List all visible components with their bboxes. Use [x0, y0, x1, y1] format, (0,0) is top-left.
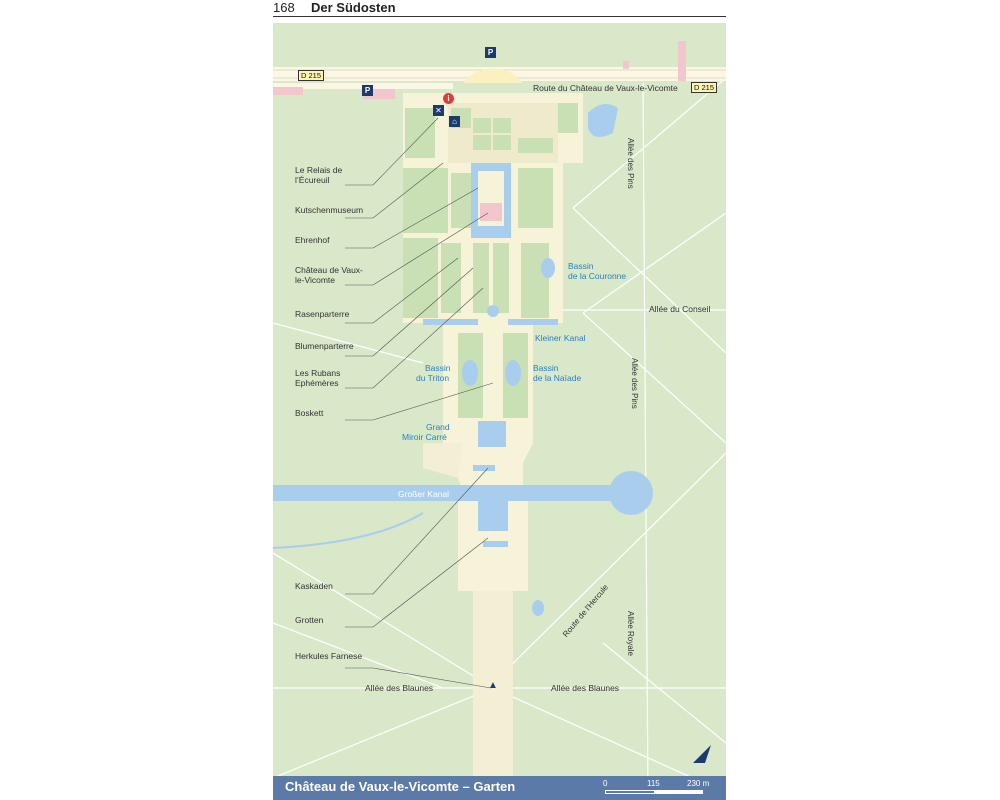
parking-icon[interactable]: P [362, 85, 373, 96]
road-label-allee-pins-mid: Allée des Pins [630, 358, 639, 409]
restaurant-icon[interactable]: ✕ [433, 105, 444, 116]
water-label-miroir-1: Grand [426, 422, 450, 432]
map-title: Château de Vaux-le-Vicomte – Garten [285, 779, 516, 794]
poi-label-blumenparterre: Blumenparterre [295, 341, 354, 351]
poi-label-kaskaden: Kaskaden [295, 581, 333, 591]
stream [273, 512, 424, 549]
road-label-allee-blaunes-left: Allée des Blaunes [365, 683, 434, 693]
scale-zero: 0 [603, 779, 608, 788]
water-label-triton-1: Bassin [425, 363, 451, 373]
scale-mid: 115 [647, 779, 660, 788]
section-title: Der Südosten [311, 0, 396, 15]
poi-label-ehrenhof: Ehrenhof [295, 235, 330, 245]
forecourt-area [463, 68, 523, 83]
scale-bar-graphic [605, 790, 703, 794]
leader-lines [345, 117, 494, 689]
poi-label-rubans: Les Rubans Ephémères [295, 368, 341, 388]
scale-bar: 0 115 230 m [603, 779, 713, 797]
map-canvas [273, 23, 726, 800]
info-icon[interactable]: i [443, 93, 454, 104]
map[interactable]: D 215 D 215 Route du Château de Vaux-le-… [273, 23, 726, 800]
road-label-route-chateau: Route du Château de Vaux-le-Vicomte [533, 83, 678, 93]
road-label-allee-blaunes-right: Allée des Blaunes [551, 683, 620, 693]
parking-icon[interactable]: P [485, 47, 496, 58]
water-label-triton-2: du Triton [416, 373, 450, 383]
forest-paths [273, 77, 726, 800]
poi-label-herkules: Herkules Farnese [295, 651, 363, 661]
statue-icon[interactable]: ▲ [488, 680, 498, 691]
chateau-building [480, 203, 502, 221]
poi-label-boskett: Boskett [295, 408, 324, 418]
water-label-naiade-1: Bassin [533, 363, 559, 373]
north-arrow-icon [693, 745, 711, 763]
water-label-naiade-2: de la Naïade [533, 373, 582, 383]
poi-label-kutschenmuseum: Kutschenmuseum [295, 205, 364, 215]
water-label-kleiner-kanal: Kleiner Kanal [535, 333, 586, 343]
poi-label-grotten: Grotten [295, 615, 324, 625]
lawn-areas [403, 168, 553, 418]
water-label-grosser-kanal: Großer Kanal [398, 489, 450, 499]
road-badge-d215-right: D 215 [691, 82, 718, 93]
water-label-miroir-2: Miroir Carré [402, 432, 447, 442]
map-footer: Château de Vaux-le-Vicomte – Garten 0 11… [273, 776, 726, 800]
scale-end: 230 m [687, 779, 710, 788]
poi-label-relais: Le Relais de l’Écureuil [295, 165, 343, 185]
road-label-allee-royale: Allée Royale [626, 611, 635, 656]
road-badge-d215: D 215 [298, 70, 325, 81]
grosser-kanal [273, 485, 628, 501]
road-label-allee-conseil: Allée du Conseil [649, 304, 711, 314]
poi-label-rasenparterre: Rasenparterre [295, 309, 350, 319]
water-label-couronne-2: de la Couronne [568, 271, 627, 281]
water-label-couronne-1: Bassin [568, 261, 594, 271]
allee-royale-strip [473, 591, 513, 800]
page-header: 168 Der Südosten [273, 0, 726, 17]
page-number: 168 [273, 0, 295, 15]
poi-label-chateau: Château de Vaux-le-Vicomte [295, 265, 363, 285]
road-label-allee-pins-top: Allée des Pins [626, 138, 635, 189]
museum-icon[interactable]: ⌂ [449, 116, 460, 127]
